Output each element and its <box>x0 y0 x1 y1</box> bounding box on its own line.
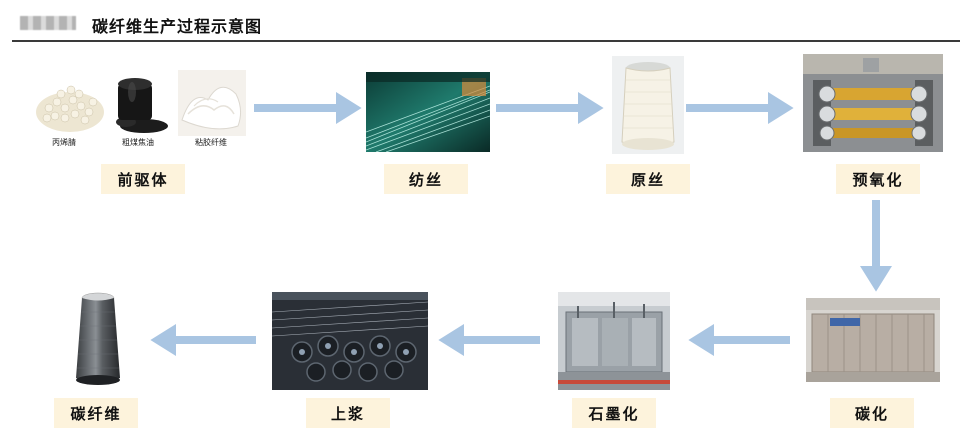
spinning-image <box>366 72 490 152</box>
precursor-image-coal-tar <box>108 74 170 136</box>
header: 碳纤维生产过程示意图 <box>12 10 960 42</box>
stage-label-spinning: 纺丝 <box>384 164 468 194</box>
sizing-image <box>272 292 428 390</box>
stage-label-carbon-fiber: 碳纤维 <box>54 398 138 428</box>
stage-label-precursor: 前驱体 <box>101 164 185 194</box>
precursor-caption-2: 粗煤焦油 <box>122 138 154 147</box>
precursor-caption-1: 丙烯腈 <box>52 138 76 147</box>
stage-label-preoxidation: 预氧化 <box>836 164 920 194</box>
precursor-caption-3: 粘胶纤维 <box>195 138 227 147</box>
stage-label-carbonization: 碳化 <box>830 398 914 428</box>
stage-label-sizing: 上浆 <box>306 398 390 428</box>
stage-label-raw-fiber: 原丝 <box>606 164 690 194</box>
carbonization-image <box>806 298 940 382</box>
raw-fiber-image <box>612 56 684 154</box>
carbon-fiber-image <box>66 288 130 390</box>
stage-label-graphitization: 石墨化 <box>572 398 656 428</box>
preoxidation-image <box>803 54 943 152</box>
precursor-image-acrylonitrile <box>35 72 105 134</box>
precursor-image-viscose-fiber <box>178 70 246 136</box>
page-title: 碳纤维生产过程示意图 <box>92 17 263 36</box>
header-logo-blurred <box>20 16 76 30</box>
header-divider <box>12 40 960 42</box>
graphitization-image <box>558 292 670 390</box>
